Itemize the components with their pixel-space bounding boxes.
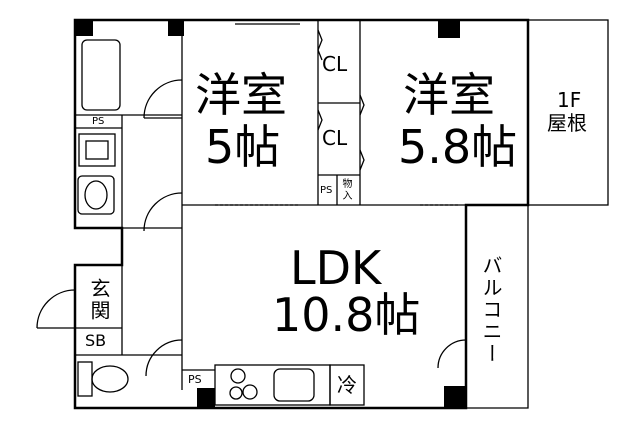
washbasin: [77, 175, 115, 215]
kitchen-sink: [273, 368, 315, 402]
fridge-space: [329, 364, 365, 406]
shoe-box-label: SB: [85, 331, 107, 350]
roof-outline: [527, 19, 609, 206]
balcony-outline: [466, 204, 529, 409]
entrance-label: 玄関: [87, 278, 111, 322]
ps-top-label: PS: [92, 116, 105, 127]
stove-burner: [230, 368, 246, 384]
closet-lower-label: CL: [322, 126, 348, 150]
roof-label-line2: 屋根: [547, 111, 587, 135]
door-swing: [143, 79, 183, 119]
ps-kitchen-label: PS: [188, 373, 202, 386]
closet-upper-label: CL: [322, 52, 348, 76]
balcony-label: バルコニー: [479, 255, 503, 365]
western-room-left-size: 5帖: [205, 120, 281, 174]
bathtub: [81, 39, 121, 111]
storage-label: 物入: [340, 178, 351, 202]
ps-middle-label: PS: [320, 185, 333, 196]
ldk-size: 10.8帖: [272, 288, 421, 342]
fridge-label: 冷: [337, 373, 357, 397]
roof-label-line1: 1F: [557, 88, 582, 112]
western-room-left-name: 洋室: [195, 68, 287, 122]
western-room-right-name: 洋室: [403, 68, 495, 122]
structural-column: [75, 20, 93, 36]
washing-machine: [78, 133, 116, 167]
ldk-name: LDK: [290, 241, 382, 295]
western-room-right-size: 5.8帖: [398, 120, 518, 174]
toilet: [91, 365, 129, 393]
